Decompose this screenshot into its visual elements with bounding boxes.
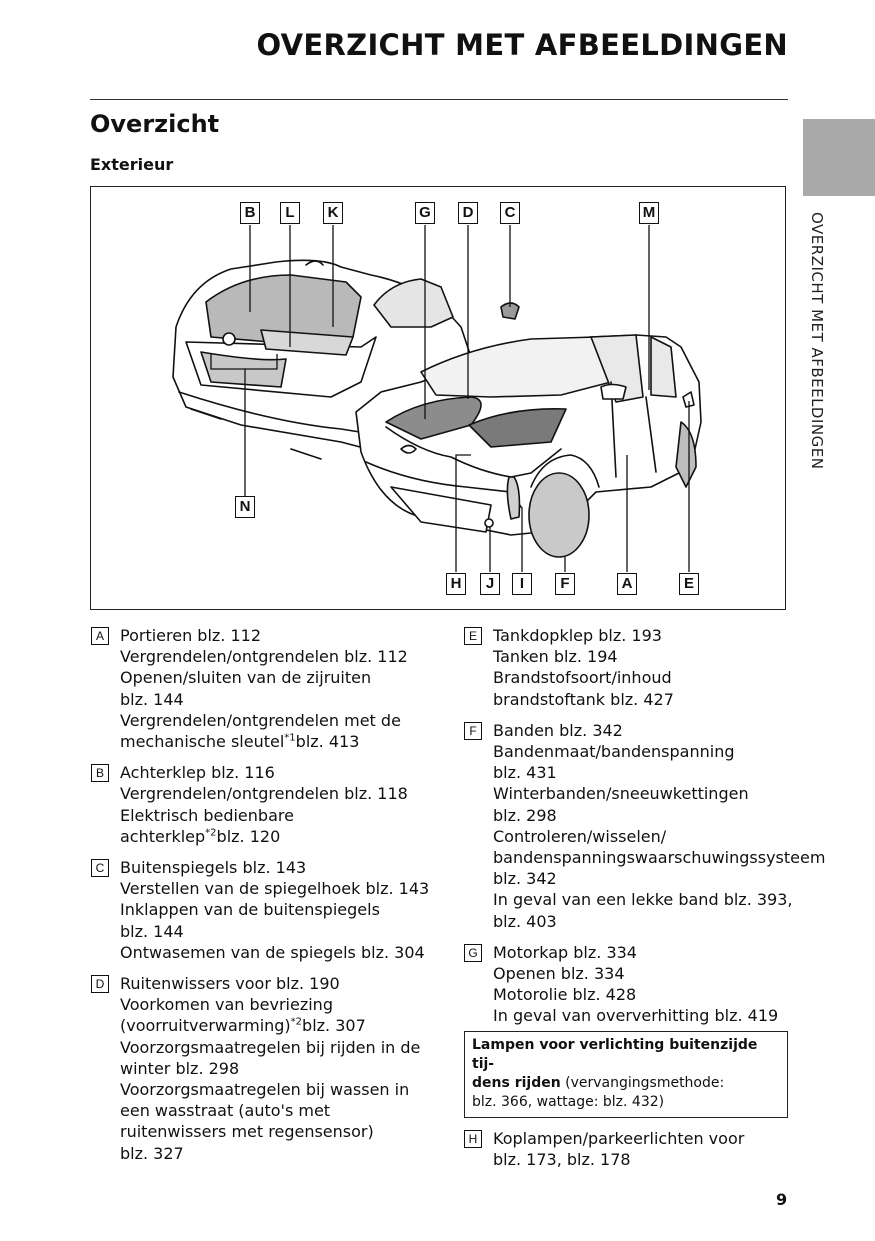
side-tab-marker — [803, 119, 875, 196]
callout-i: I — [512, 573, 532, 595]
entry-title: Buitenspiegels blz. 143 — [120, 858, 307, 878]
letter-box: B — [91, 764, 109, 783]
entry-line: Controleren/wisselen/ — [493, 826, 667, 846]
entry-line: blz. 144 — [120, 921, 184, 941]
callout-e: E — [679, 573, 699, 595]
entry-line: een wasstraat (auto's met — [120, 1101, 331, 1121]
entry-line: Inklappen van de buitenspiegels — [120, 900, 380, 920]
callout-h: H — [446, 573, 466, 595]
entry-title: Motorkap blz. 334 — [493, 942, 637, 962]
entry-line: blz. 144 — [120, 689, 184, 709]
entry-line: Openen blz. 334 — [493, 964, 625, 984]
entry-title: Ruitenwissers voor blz. 190 — [120, 974, 340, 994]
subsection-title: Exterieur — [90, 155, 174, 174]
section-title: Overzicht — [90, 110, 220, 138]
footnote-marker: *2 — [205, 827, 217, 839]
legend-entry-g: G Motorkap blz. 334 Openen blz. 334 Motor… — [464, 942, 824, 1027]
entry-line-with-footnote: achterklep*2blz. 120 — [120, 826, 281, 846]
entry-line: Tanken blz. 194 — [493, 647, 618, 667]
callout-j: J — [480, 573, 500, 595]
entry-line: Vergrendelen/ontgrendelen blz. 118 — [120, 784, 408, 804]
legend-entry-a: A Portieren blz. 112 Vergrendelen/ontgren… — [91, 625, 431, 752]
header-rule — [90, 99, 788, 100]
entry-line: blz. 342 — [493, 869, 557, 889]
entry-title: Banden blz. 342 — [493, 720, 623, 740]
entry-title: Koplampen/parkeerlichten voor — [493, 1128, 745, 1148]
letter-box: D — [91, 975, 109, 994]
exterior-illustration: B L K G D C M N H J I F A E — [90, 186, 786, 610]
lamp-notice-heading-2: dens rijden — [472, 1074, 561, 1091]
entry-line: Elektrisch bedienbare — [120, 805, 294, 825]
entry-line: blz. 431 — [493, 763, 557, 783]
letter-box: F — [464, 721, 482, 740]
lamp-notice-text: (vervangingsmethode: — [560, 1074, 725, 1091]
entry-title: Tankdopklep blz. 193 — [493, 626, 662, 645]
lamp-notice-refs: blz. 366, wattage: blz. 432) — [472, 1093, 665, 1110]
entry-line: Openen/sluiten van de zijruiten — [120, 668, 372, 688]
legend-entry-h: H Koplampen/parkeerlichten voor blz. 173,… — [464, 1128, 824, 1170]
legend-entry-b: B Achterklep blz. 116 Vergrendelen/ontgre… — [91, 762, 431, 847]
legend-right-column: E Tankdopklep blz. 193 Tanken blz. 194 Br… — [464, 625, 826, 1180]
footnote-marker: *2 — [290, 1017, 303, 1029]
letter-box: E — [464, 627, 482, 645]
legend-left-column: A Portieren blz. 112 Vergrendelen/ontgren… — [91, 625, 431, 1174]
callout-l: L — [280, 202, 300, 224]
entry-line: brandstoftank blz. 427 — [493, 689, 674, 709]
footnote-marker: *1 — [284, 732, 296, 744]
letter-box: G — [464, 943, 482, 962]
entry-line: Motorolie blz. 428 — [493, 985, 637, 1005]
entry-line: Verstellen van de spiegelhoek blz. 143 — [120, 879, 430, 899]
letter-box: C — [91, 859, 109, 878]
entry-line: Voorzorgsmaatregelen bij rijden in de — [120, 1037, 421, 1057]
entry-title: Achterklep blz. 116 — [120, 763, 275, 783]
legend-entry-c: C Buitenspiegels blz. 143 Verstellen van … — [91, 857, 431, 963]
callout-f: F — [555, 573, 575, 595]
entry-line: blz. 173, blz. 178 — [493, 1149, 631, 1169]
callout-g: G — [415, 202, 435, 224]
entry-line: Vergrendelen/ontgrendelen blz. 112 — [120, 647, 408, 667]
entry-line: blz. 298 — [493, 805, 557, 825]
entry-line: In geval van oververhitting blz. 419 — [493, 1006, 779, 1026]
entry-line: In geval van een lekke band blz. 393, — [493, 890, 793, 910]
callout-m: M — [639, 202, 659, 224]
chapter-title: OVERZICHT MET AFBEELDINGEN — [256, 28, 788, 62]
entry-line: ruitenwissers met regensensor) — [120, 1122, 374, 1142]
callout-c: C — [500, 202, 520, 224]
entry-line: Voorkomen van bevriezing — [120, 995, 333, 1015]
letter-box: H — [464, 1129, 482, 1148]
entry-line-with-footnote: mechanische sleutel*1blz. 413 — [120, 732, 360, 752]
lamp-notice-heading-1: Lampen voor verlichting buitenzijde tij- — [472, 1036, 758, 1072]
entry-line-with-footnote: (voorruitverwarming)*2blz. 307 — [120, 1016, 366, 1036]
entry-title: Portieren blz. 112 — [120, 626, 262, 645]
legend-entry-e: E Tankdopklep blz. 193 Tanken blz. 194 Br… — [464, 625, 824, 710]
car-line-drawing — [172, 225, 702, 572]
entry-line: blz. 327 — [120, 1143, 184, 1163]
entry-line: Winterbanden/sneeuwkettingen — [493, 784, 749, 804]
entry-line: Brandstofsoort/inhoud — [493, 668, 672, 688]
callout-b: B — [240, 202, 260, 224]
side-tab-label: OVERZICHT MET AFBEELDINGEN — [808, 212, 826, 470]
entry-line: Ontwasemen van de spiegels blz. 304 — [120, 942, 425, 962]
legend-entry-d: D Ruitenwissers voor blz. 190 Voorkomen v… — [91, 973, 431, 1164]
callout-k: K — [323, 202, 343, 224]
callout-a: A — [617, 573, 637, 595]
letter-box: A — [91, 627, 109, 645]
page-number: 9 — [776, 1190, 788, 1209]
entry-line: winter blz. 298 — [120, 1058, 240, 1078]
entry-line: blz. 403 — [493, 911, 557, 931]
callout-d: D — [458, 202, 478, 224]
entry-line: bandenspanningswaarschuwingssysteem — [493, 848, 826, 868]
legend-entry-f: F Banden blz. 342 Bandenmaat/bandenspanni… — [464, 720, 826, 932]
exterior-lamps-notice: Lampen voor verlichting buitenzijde tij-… — [464, 1030, 788, 1118]
entry-line: Vergrendelen/ontgrendelen met de — [120, 710, 401, 730]
entry-line: Voorzorgsmaatregelen bij wassen in — [120, 1080, 410, 1100]
entry-line: Bandenmaat/bandenspanning — [493, 742, 735, 762]
callout-n: N — [235, 496, 255, 518]
